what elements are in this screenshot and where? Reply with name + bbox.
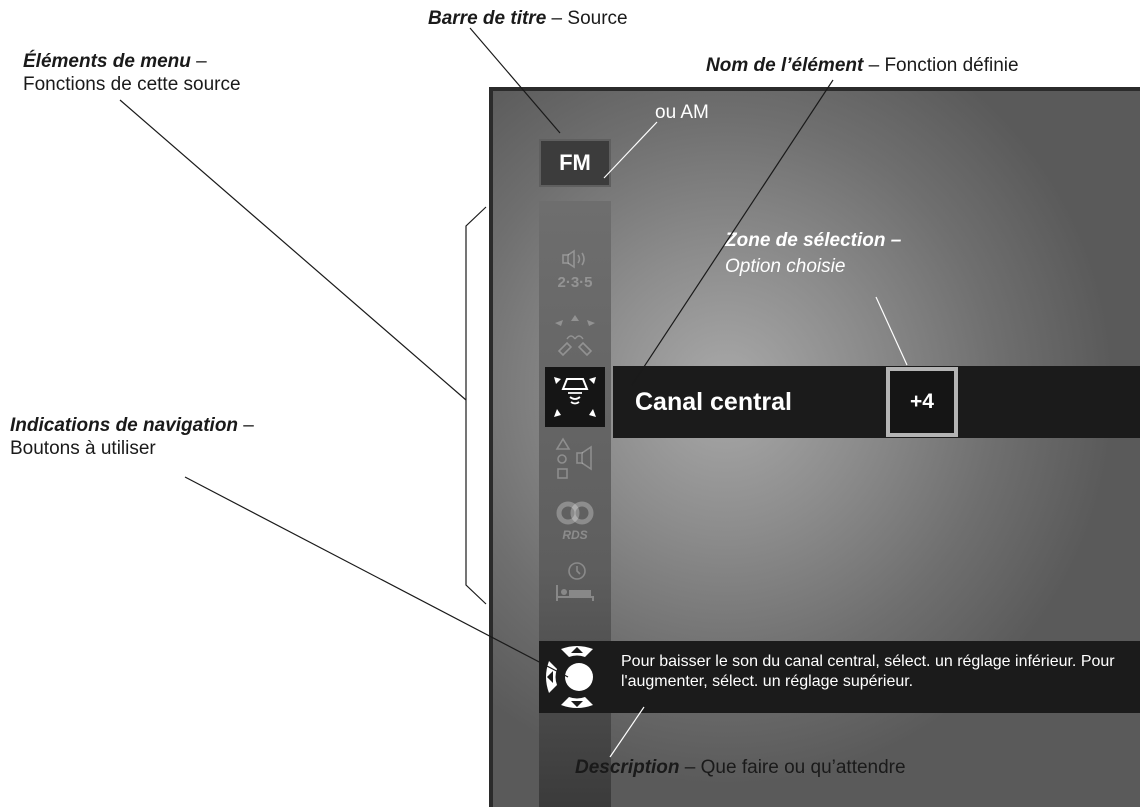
annotation-description: Description – Que faire ou qu’attendre <box>575 756 906 779</box>
annotation-dash: – <box>190 51 207 72</box>
annotation-item-name: Nom de l’élément – Fonction définie <box>706 54 1019 77</box>
annotation-desc: Option choisie <box>725 256 846 277</box>
annotation-term: Barre de titre <box>428 8 547 29</box>
speaker-shapes-icon <box>555 437 592 479</box>
annotation-term: Indications de navigation <box>10 415 239 436</box>
title-bar: FM <box>539 139 611 187</box>
center-channel-icon <box>554 377 596 417</box>
annotation-desc: – Fonction définie <box>863 55 1019 76</box>
callout-line-menu-items <box>119 99 467 401</box>
menu-item-label: RDS <box>562 528 587 542</box>
menu-item-speaker-235[interactable]: 2·3·5 <box>545 243 605 303</box>
menu-item-speaker-shapes[interactable] <box>545 429 605 489</box>
annotation-term: Éléments de menu <box>23 51 191 72</box>
annotation-nav-hints: Indications de navigation – Boutons à ut… <box>10 414 254 460</box>
callout-line-title-bar <box>469 27 561 134</box>
menu-item-bar: Canal central +4 <box>613 366 1140 438</box>
tv-screen: 2·3·5 <box>489 87 1140 807</box>
annotation-desc: – Source <box>546 8 628 29</box>
speaker-2-3-5-icon: 2·3·5 <box>557 249 593 291</box>
title-bar-source: FM <box>559 150 591 175</box>
surround-speakers-icon <box>555 315 595 357</box>
annotation-menu-items: Éléments de menu – Fonctions de cette so… <box>23 50 241 96</box>
callout-line-item-name <box>631 79 834 386</box>
annotation-or-am: ou AM <box>655 102 709 123</box>
annotation-term: Description <box>575 757 680 778</box>
menu-item-center-channel[interactable] <box>545 367 605 427</box>
selection-value: +4 <box>910 390 934 413</box>
menu-item-surround[interactable] <box>545 305 605 365</box>
menu-item-label: 2·3·5 <box>557 274 592 291</box>
description-bar: Pour baisser le son du canal central, sé… <box>539 641 1140 713</box>
sleep-timer-icon <box>556 562 594 601</box>
annotation-selection-zone: Zone de sélection – Option choisie <box>725 229 901 278</box>
annotation-desc: – Que faire ou qu’attendre <box>679 757 906 778</box>
selection-box[interactable]: +4 <box>886 367 958 437</box>
annotation-dash: – <box>238 415 254 436</box>
annotation-term: Nom de l’élément <box>706 55 864 76</box>
menu-item-rds[interactable]: RDS <box>545 491 605 551</box>
callout-line-nav-hints <box>184 476 569 678</box>
annotation-title-bar: Barre de titre – Source <box>428 7 628 30</box>
annotation-term: Zone de sélection – <box>725 230 902 251</box>
menu-item-sleep-timer[interactable] <box>545 553 605 613</box>
callout-line-description <box>609 706 645 758</box>
callout-line-selection <box>875 296 908 366</box>
annotation-desc: Boutons à utiliser <box>10 438 156 459</box>
annotation-desc: Fonctions de cette source <box>23 74 241 95</box>
description-text: Pour baisser le son du canal central, sé… <box>621 653 1115 690</box>
item-name: Canal central <box>635 388 793 416</box>
navigation-pad-icon <box>546 646 593 708</box>
callout-line-or-am <box>603 121 658 179</box>
rds-icon: RDS <box>556 501 594 542</box>
menu-bracket <box>465 206 487 605</box>
